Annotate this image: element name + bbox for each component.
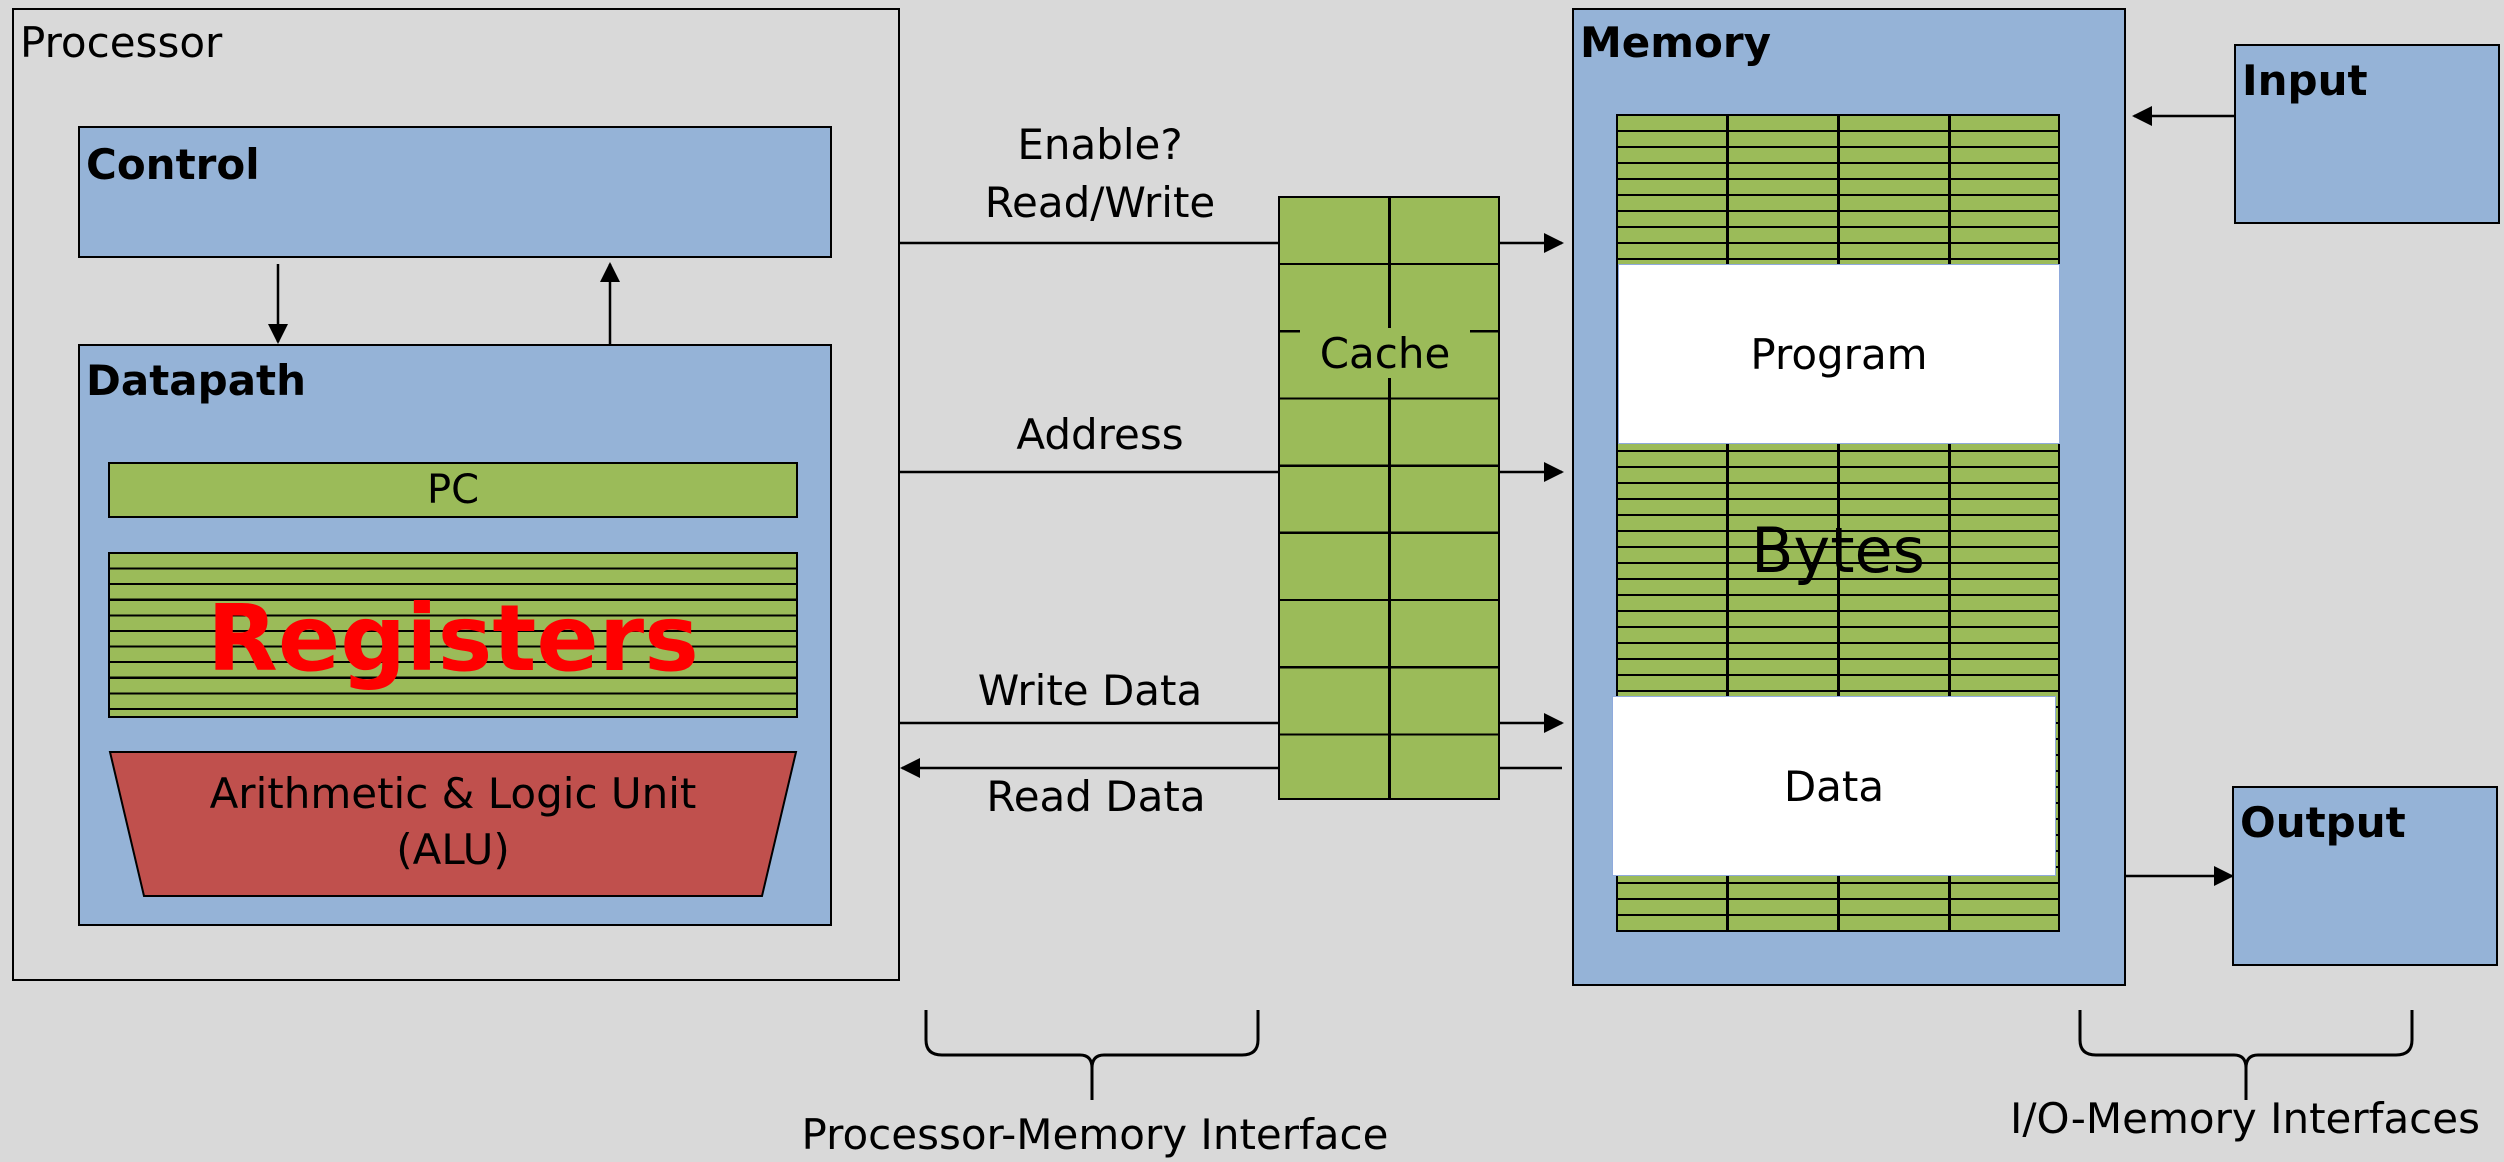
io-memory-brace [2078,1010,2414,1100]
pc-register: PC [108,462,798,518]
registers-label: Registers [207,584,699,692]
io-memory-interfaces-label: I/O-Memory Interfaces [2010,1094,2480,1143]
control-title: Control [86,140,260,189]
data-label: Data [1783,761,1885,811]
processor-title: Processor [20,18,223,67]
enable-label: Enable? [1017,120,1183,169]
processor-memory-interface-label: Processor-Memory Interface [801,1110,1389,1159]
output-box [2232,786,2498,966]
address-label: Address [1016,410,1184,459]
memory-title: Memory [1580,18,1771,67]
alu-label: Arithmetic & Logic Unit (ALU) [110,762,796,882]
program-label: Program [1750,329,1928,379]
write-data-label: Write Data [977,666,1203,715]
read-data-label: Read Data [986,772,1206,821]
cache-label: Cache [1300,328,1470,378]
pc-label: PC [426,467,480,513]
alu-label-line2: (ALU) [396,825,510,874]
alu-label-line1: Arithmetic & Logic Unit [209,769,697,818]
bytes-label: Bytes [1751,513,1925,587]
processor-memory-brace [924,1010,1260,1100]
output-title: Output [2240,798,2406,847]
input-box [2234,44,2500,224]
input-title: Input [2242,56,2368,105]
register-file [108,552,798,718]
datapath-title: Datapath [86,356,307,405]
cache-block [1278,196,1500,800]
read-write-label: Read/Write [984,178,1216,227]
control-box [78,126,832,258]
program-region: Program [1618,264,2060,444]
data-region: Data [1612,696,2056,876]
